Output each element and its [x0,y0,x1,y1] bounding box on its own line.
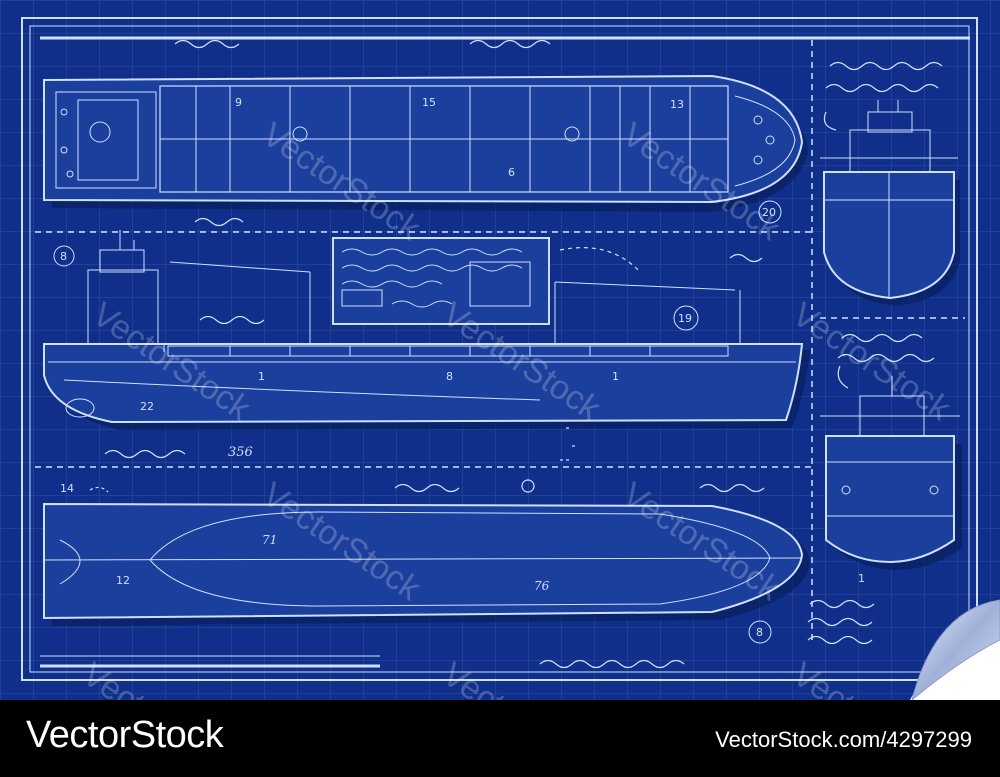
footer-credit: VectorStock.com/4297299 [715,727,972,752]
page-curl [910,599,1000,700]
profile-mark-2: 8 [446,370,453,383]
view-separators [35,40,965,640]
lower-hull-number-12: 12 [116,574,130,587]
sheet-frame [21,17,978,681]
bottom-hull [43,502,804,620]
profile-mark-3: 1 [612,370,619,383]
stern-view [820,100,960,306]
profile-note-number: 356 [228,445,253,460]
lower-circle-label: 8 [756,626,763,639]
note-panel-scribbles [341,248,531,308]
profile-hull-number: 22 [140,400,154,413]
top-plan-circle-label: 20 [762,206,776,219]
footer-brand: VectorStock [26,714,224,756]
profile-circle-left [53,245,75,267]
blueprint-sheet: 9 15 13 6 20 [0,0,1000,700]
front-view-number: 1 [858,572,865,585]
plan-left-number: 14 [60,482,74,495]
hold-number-6: 6 [508,166,515,179]
lower-circle-marker [748,620,772,644]
handwritten-annotations [89,39,943,669]
profile-view: 8 19 22 1 8 1 356 [43,230,810,460]
top-plan-view: 9 15 13 6 20 [43,74,808,224]
bow-view: 1 [820,376,962,585]
profile-circle-left-label: 8 [60,250,67,263]
profile-note-panel [332,237,550,325]
bottom-plan-view: 14 12 71 76 8 [43,482,810,644]
profile-mark-1: 1 [258,370,265,383]
bow-hull [825,435,955,564]
top-plan-circle-marker [758,200,782,224]
profile-circle-right [673,305,699,331]
hold-number-15: 15 [422,96,436,109]
profile-hull [43,343,804,424]
lower-hull-number-71: 71 [262,533,277,547]
profile-circle-right-label: 19 [678,312,692,325]
hold-number-9: 9 [235,96,242,109]
lower-hull-number-76: 76 [534,579,550,593]
footer-bar: VectorStock VectorStock.com/4297299 [0,700,1000,777]
hold-number-13: 13 [670,98,684,111]
